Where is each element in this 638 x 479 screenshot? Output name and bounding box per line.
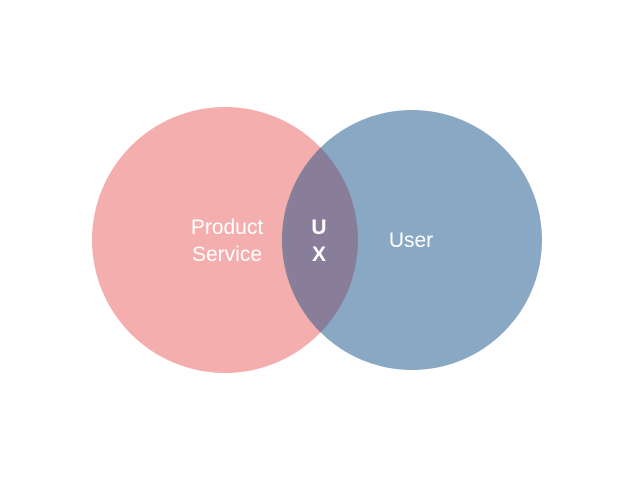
ux-label-x: X bbox=[312, 243, 326, 266]
ux-label-u: U bbox=[311, 216, 326, 239]
service-label: Service bbox=[192, 243, 262, 266]
product-label: Product bbox=[191, 216, 264, 239]
product-service-circle bbox=[92, 107, 358, 373]
user-label: User bbox=[389, 229, 433, 252]
user-circle bbox=[282, 110, 542, 370]
